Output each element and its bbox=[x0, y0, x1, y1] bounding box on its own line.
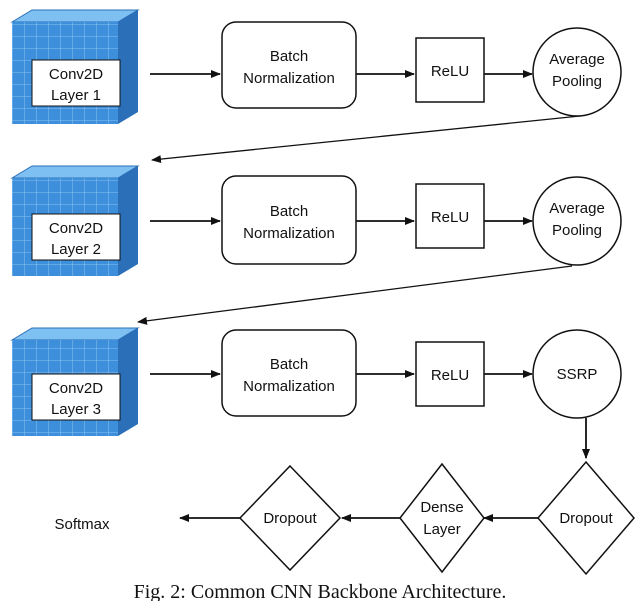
pool-label-line1: Average bbox=[549, 51, 605, 68]
conv2d-label-line1: Conv2D bbox=[49, 66, 103, 83]
bottom-row: Dropout Dense Layer Dropout Softmax bbox=[54, 460, 635, 576]
ssrp-circle: SSRP bbox=[532, 329, 622, 419]
relu-label: ReLU bbox=[431, 367, 469, 384]
bn-label-line2: Normalization bbox=[243, 225, 335, 242]
bn-label-line2: Normalization bbox=[243, 70, 335, 87]
ssrp-label: SSRP bbox=[557, 366, 598, 383]
relu-box-3: ReLU bbox=[415, 341, 485, 407]
conv2d-label-line1: Conv2D bbox=[49, 220, 103, 237]
conv2d-label-line2: Layer 3 bbox=[51, 401, 101, 418]
dropout-diamond-left: Dropout bbox=[238, 464, 342, 572]
batch-normalization-box-3: Batch Normalization bbox=[221, 329, 357, 417]
figure-caption: Fig. 2: Common CNN Backbone Architecture… bbox=[134, 581, 507, 601]
softmax-label: Softmax bbox=[54, 516, 110, 533]
pool-label-line2: Pooling bbox=[552, 73, 602, 90]
batch-normalization-box-1: Batch Normalization bbox=[221, 21, 357, 109]
conv2d-label-line2: Layer 1 bbox=[51, 87, 101, 104]
pool-label-line2: Pooling bbox=[552, 222, 602, 239]
bn-label-line2: Normalization bbox=[243, 378, 335, 395]
row-1: Conv2D Layer 1 Batch Normalization ReLU … bbox=[10, 9, 622, 164]
dropout-diamond-right: Dropout bbox=[537, 460, 635, 576]
batch-normalization-box-2: Batch Normalization bbox=[221, 175, 357, 265]
relu-label: ReLU bbox=[431, 63, 469, 80]
conv2d-label-line2: Layer 2 bbox=[51, 241, 101, 258]
dense-label-line1: Dense bbox=[420, 499, 463, 516]
row-3: Conv2D Layer 3 Batch Normalization ReLU … bbox=[10, 327, 622, 459]
relu-box-2: ReLU bbox=[415, 183, 485, 249]
relu-label: ReLU bbox=[431, 209, 469, 226]
average-pooling-circle-1: Average Pooling bbox=[532, 27, 622, 117]
conv2d-layer-1-block: Conv2D Layer 1 bbox=[10, 9, 140, 124]
bn-label-line1: Batch bbox=[270, 48, 308, 65]
bn-label-line1: Batch bbox=[270, 203, 308, 220]
conv2d-layer-2-block: Conv2D Layer 2 bbox=[10, 165, 140, 276]
average-pooling-circle-2: Average Pooling bbox=[532, 176, 622, 266]
dense-layer-diamond: Dense Layer bbox=[399, 462, 485, 574]
bn-label-line1: Batch bbox=[270, 356, 308, 373]
dense-label-line2: Layer bbox=[423, 521, 461, 538]
dropout-label: Dropout bbox=[263, 510, 317, 527]
pool-label-line1: Average bbox=[549, 200, 605, 217]
relu-box-1: ReLU bbox=[415, 37, 485, 103]
dropout-label: Dropout bbox=[559, 510, 613, 527]
row-2: Conv2D Layer 2 Batch Normalization ReLU … bbox=[10, 165, 622, 325]
conv2d-layer-3-block: Conv2D Layer 3 bbox=[10, 327, 140, 436]
conv2d-label-line1: Conv2D bbox=[49, 380, 103, 397]
